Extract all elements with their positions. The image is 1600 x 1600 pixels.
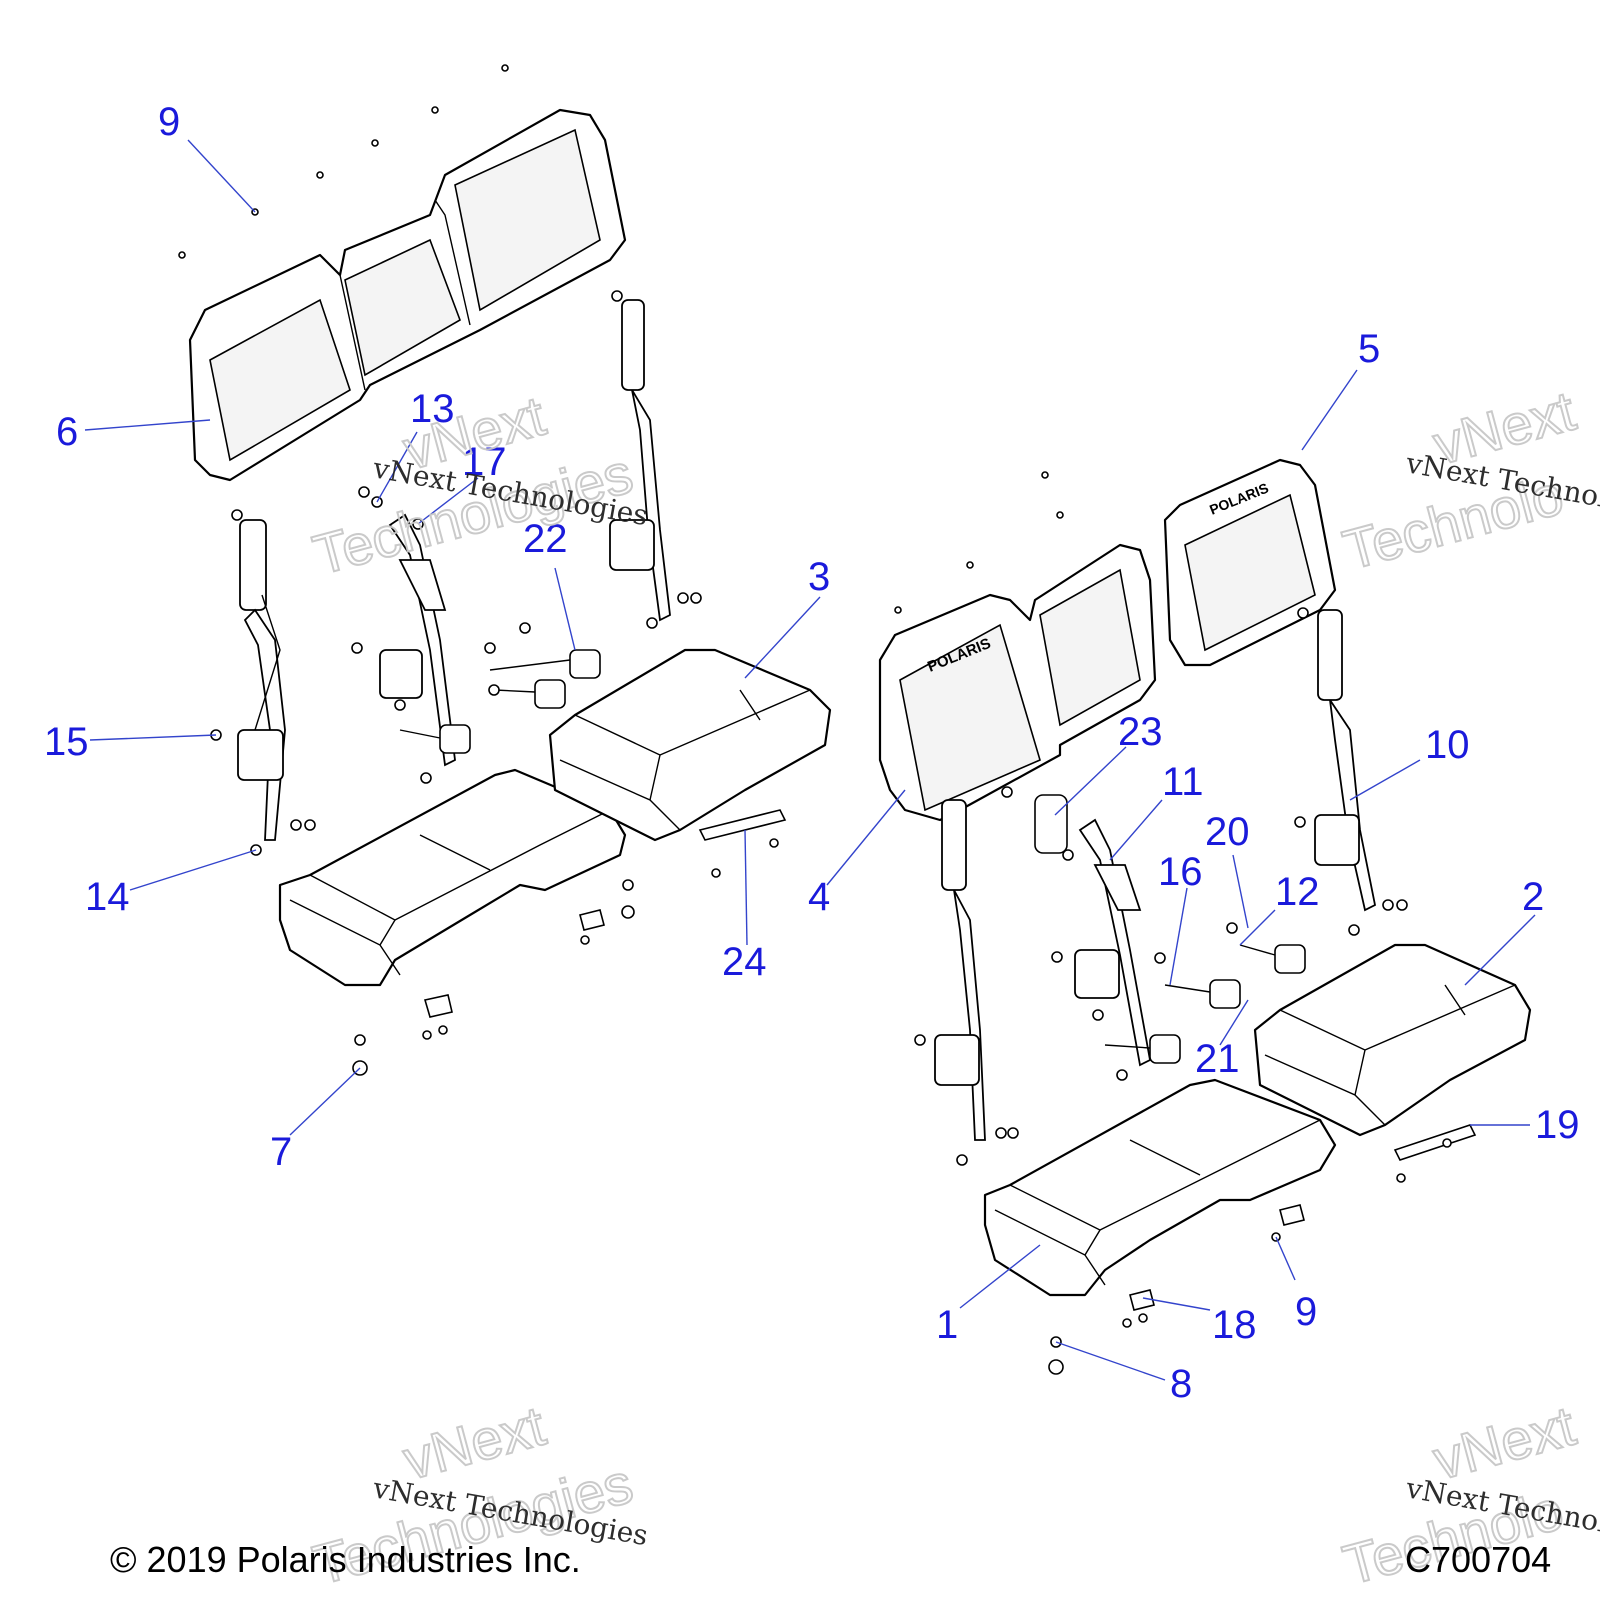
watermark-outline-top: vNext: [1427, 1394, 1582, 1492]
callout-numbers: 1 2 3 4 5 6 7 8 9 9 10 11 12 13 14 15 16…: [44, 100, 1580, 1406]
callout-10: 10: [1425, 723, 1470, 767]
callout-7: 7: [270, 1130, 292, 1174]
hardware: [178, 64, 1452, 1375]
callout-2: 2: [1522, 875, 1544, 919]
leader-lines: [84, 139, 1536, 1381]
brackets: [423, 809, 1477, 1311]
callout-14: 14: [85, 875, 130, 919]
callout-17: 17: [462, 440, 507, 484]
front-bench-backrest: POLARIS: [878, 543, 1157, 822]
rear-bench-backrest: [188, 108, 627, 482]
callout-24: 24: [722, 940, 767, 984]
callout-1: 1: [936, 1303, 958, 1347]
callout-22: 22: [523, 517, 568, 561]
seat-belt-15: [237, 519, 286, 841]
front-bench-seat-cushion: [983, 1078, 1337, 1297]
callout-5: 5: [1358, 327, 1380, 371]
callout-18: 18: [1212, 1303, 1257, 1347]
callout-4: 4: [808, 875, 830, 919]
drawing-code: C700704: [1405, 1539, 1551, 1580]
callout-3: 3: [808, 555, 830, 599]
callout-6: 6: [56, 410, 78, 454]
callout-15: 15: [44, 720, 89, 764]
callout-23: 23: [1118, 710, 1163, 754]
seat-belt-lower-left: [934, 799, 986, 1141]
seat-belt-10: [1314, 609, 1377, 912]
callout-9b: 9: [1295, 1290, 1317, 1334]
seat-belt-13-17: [379, 513, 456, 767]
callout-13: 13: [410, 387, 455, 431]
front-right-backrest: POLARIS: [1163, 458, 1337, 667]
rear-bench-seat-cushion: [278, 768, 627, 987]
front-right-seat-bottom: [548, 648, 832, 842]
callout-9a: 9: [158, 100, 180, 144]
belt-buckles: [399, 649, 1306, 1064]
callout-8: 8: [1170, 1362, 1192, 1406]
callout-11: 11: [1162, 760, 1204, 804]
copyright-notice: © 2019 Polaris Industries Inc.: [110, 1539, 581, 1580]
callout-12: 12: [1275, 870, 1320, 914]
seat-belt-upper: [609, 299, 671, 622]
callout-21: 21: [1195, 1037, 1240, 1081]
callout-20: 20: [1205, 810, 1250, 854]
callout-16: 16: [1158, 850, 1203, 894]
callout-19: 19: [1535, 1103, 1580, 1147]
front-right-seat-bottom-2: [1253, 943, 1532, 1137]
